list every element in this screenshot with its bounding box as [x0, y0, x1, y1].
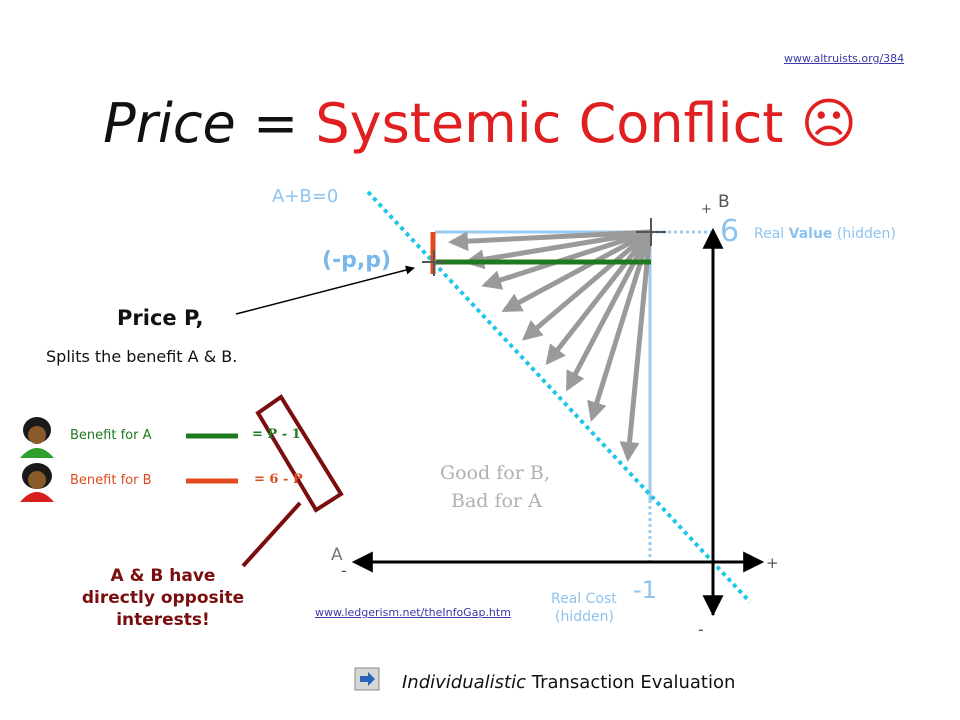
benefit-b-formula: = 6 - P: [254, 472, 303, 487]
zero-sum-line: [366, 190, 752, 604]
slide-title: Price = Systemic Conflict ☹: [0, 92, 960, 155]
region-label-line1: Good for B,: [440, 462, 550, 484]
benefit-a-label: Benefit for A: [70, 428, 152, 443]
real-cost-line1: Real Cost: [551, 591, 617, 607]
price-subtitle: Splits the benefit A & B.: [46, 347, 238, 366]
axis-b-plus: +: [701, 202, 712, 217]
ledgerism-link[interactable]: www.ledgerism.net/theInfoGap.htm: [315, 606, 511, 619]
price-pointer-arrow: [235, 265, 415, 315]
title-part-conflict: Systemic Conflict: [315, 92, 801, 155]
person-b-icon: [20, 463, 54, 502]
benefit-a-formula: = P - 1: [252, 427, 301, 442]
region-label-line2: Bad for A: [451, 490, 542, 512]
title-part-price: Price =: [103, 92, 316, 155]
point-label: (-p,p): [322, 248, 392, 273]
axis-a-label: A: [331, 545, 343, 565]
corner-marker: [636, 218, 666, 246]
next-slide-button[interactable]: [355, 668, 379, 690]
axis-b-minus: -: [698, 620, 704, 639]
real-value-label: Real Value (hidden): [754, 226, 896, 242]
fan-arrows: [448, 229, 653, 462]
benefit-b-label: Benefit for B: [70, 473, 152, 488]
frowning-face-icon: ☹: [800, 92, 857, 155]
point-marker: [422, 250, 446, 276]
axis-b-label: B: [718, 192, 730, 212]
real-cost-line2: (hidden): [555, 609, 614, 625]
person-a-icon: [20, 417, 54, 458]
zero-sum-label: A+B=0: [272, 186, 339, 207]
footer-caption: Individualistic Transaction Evaluation: [402, 672, 736, 693]
opposite-bracket: [241, 394, 344, 568]
axis-a-plus: +: [766, 554, 779, 572]
price-title: Price P,: [117, 306, 204, 330]
altruists-link[interactable]: www.altruists.org/384: [784, 52, 905, 65]
value-minus-one: -1: [633, 576, 657, 604]
conclusion-text: A & B have directly opposite interests!: [81, 566, 245, 630]
next-slide-icon: [354, 667, 380, 691]
axis-a-minus: -: [341, 561, 347, 580]
value-six: 6: [720, 214, 740, 249]
